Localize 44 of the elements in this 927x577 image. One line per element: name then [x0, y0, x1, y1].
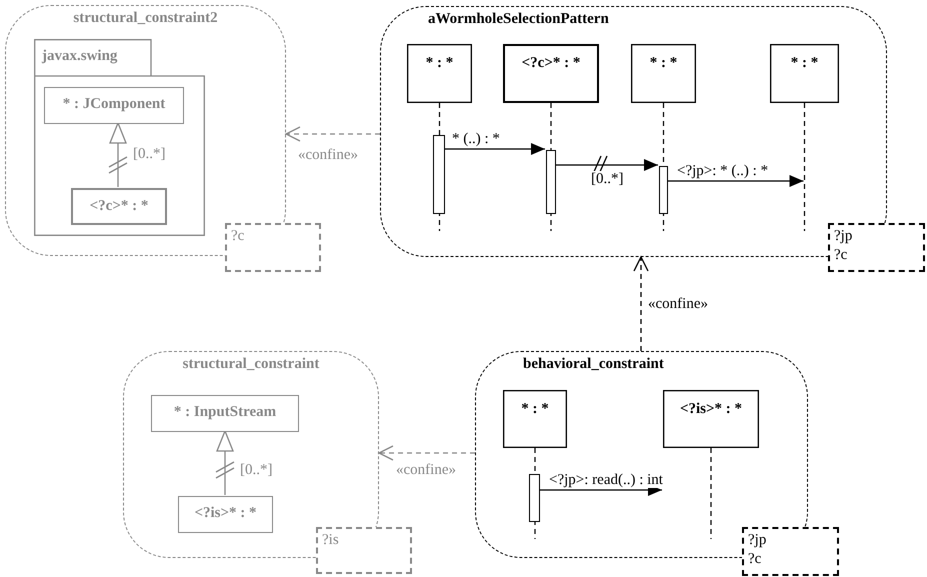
frame-title: aWormholeSelectionPattern: [428, 11, 609, 28]
object-name: * : *: [650, 54, 678, 72]
dependency-arrow: [633, 256, 649, 351]
edge-label: [0..*]: [132, 146, 166, 162]
parameter-box: [316, 527, 412, 574]
generalization-arrow: [108, 122, 128, 187]
parameter-box: [742, 527, 839, 576]
frame-title: behavioral_constraint: [523, 356, 664, 373]
activation-bar: [659, 166, 668, 214]
activation-bar: [546, 150, 556, 214]
object-box: * : InputStream: [151, 395, 299, 432]
parameter-box: [828, 223, 925, 272]
object-name: * : *: [790, 54, 818, 72]
parameter-name: ?c: [834, 246, 848, 265]
parameter-name: ?is: [322, 531, 339, 550]
parameter-name: ?c: [748, 550, 762, 569]
lifeline-object: [770, 44, 839, 231]
object-name: <?is>* : *: [680, 400, 742, 418]
object-name: <?c>* : *: [522, 54, 580, 72]
object-name: * : *: [426, 54, 454, 72]
message-arrow: [444, 143, 545, 155]
object-name: * : *: [521, 400, 549, 418]
parameter-box: [225, 223, 321, 272]
activation-bar: [529, 474, 540, 522]
generalization-arrow: [216, 430, 234, 495]
edge-label: <?jp>: read(..) : int: [548, 472, 664, 488]
edge-label: [0..*]: [239, 462, 274, 478]
package-frame: [34, 39, 205, 236]
edge-label: <?jp>: * (..) : *: [676, 163, 770, 179]
dependency-arrow: [378, 445, 475, 461]
edge-label: [0..*]: [590, 171, 624, 187]
object-box: <?is>* : *: [178, 496, 273, 533]
parameter-name: ?c: [231, 227, 244, 246]
dependency-arrow: [285, 126, 380, 142]
frame-title: structural_constraint: [182, 356, 320, 373]
object-box: * : JComponent: [44, 87, 184, 124]
activation-bar: [433, 135, 445, 214]
edge-label: * (..) : *: [451, 131, 501, 147]
package-name: javax.swing: [42, 48, 118, 65]
parameter-name: ?jp: [834, 227, 852, 246]
object-box: <?c>* : *: [71, 188, 167, 225]
parameter-name: ?jp: [748, 531, 766, 550]
message-arrow: [667, 175, 804, 187]
frame-title: structural_constraint2: [73, 10, 218, 27]
